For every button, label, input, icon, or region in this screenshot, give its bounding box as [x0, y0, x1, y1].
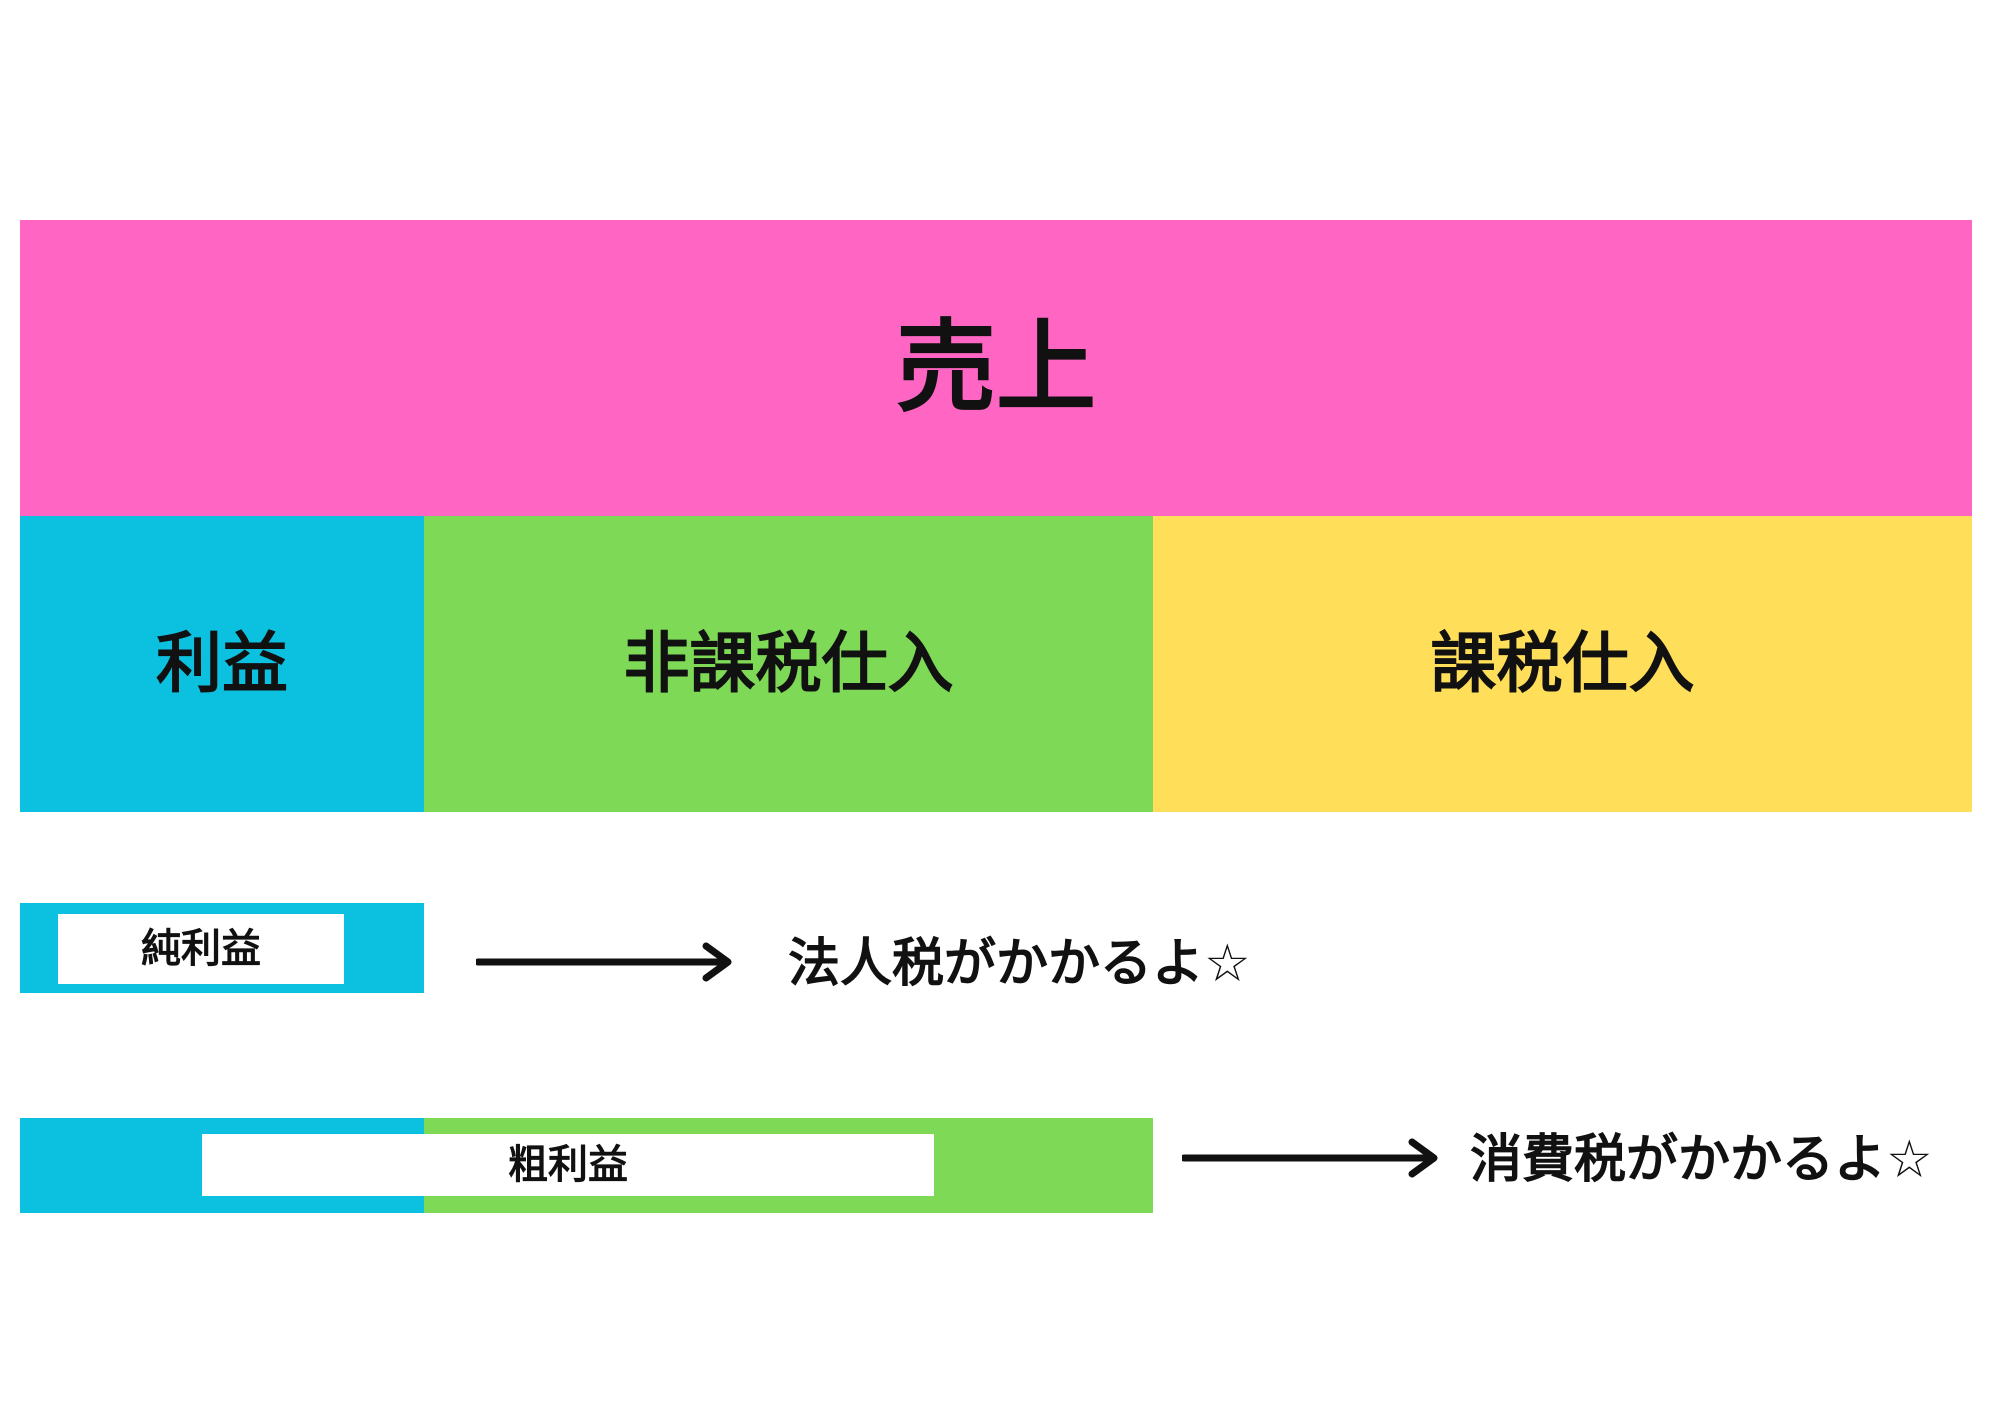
- net-profit-label-box: 純利益: [58, 914, 344, 984]
- consumption-tax-note: 消費税がかかるよ☆: [1470, 1130, 1933, 1190]
- taxable-purchase-block: 課税仕入: [1153, 516, 1972, 812]
- non-taxable-purchase-block: 非課税仕入: [424, 516, 1153, 812]
- sales-block: 売上: [20, 220, 1972, 516]
- gross-profit-label-box: 粗利益: [202, 1134, 934, 1196]
- profit-label: 利益: [156, 625, 288, 702]
- non-taxable-purchase-label: 非課税仕入: [623, 625, 954, 702]
- profit-block: 利益: [20, 516, 424, 812]
- gross-profit-arrow-icon: [1182, 1138, 1438, 1178]
- net-profit-arrow-icon: [476, 942, 732, 982]
- corporate-tax-note: 法人税がかかるよ☆: [788, 934, 1251, 994]
- gross-profit-label: 粗利益: [508, 1142, 628, 1188]
- taxable-purchase-label: 課税仕入: [1430, 625, 1695, 702]
- net-profit-label: 純利益: [141, 926, 261, 972]
- sales-label: 売上: [896, 309, 1096, 426]
